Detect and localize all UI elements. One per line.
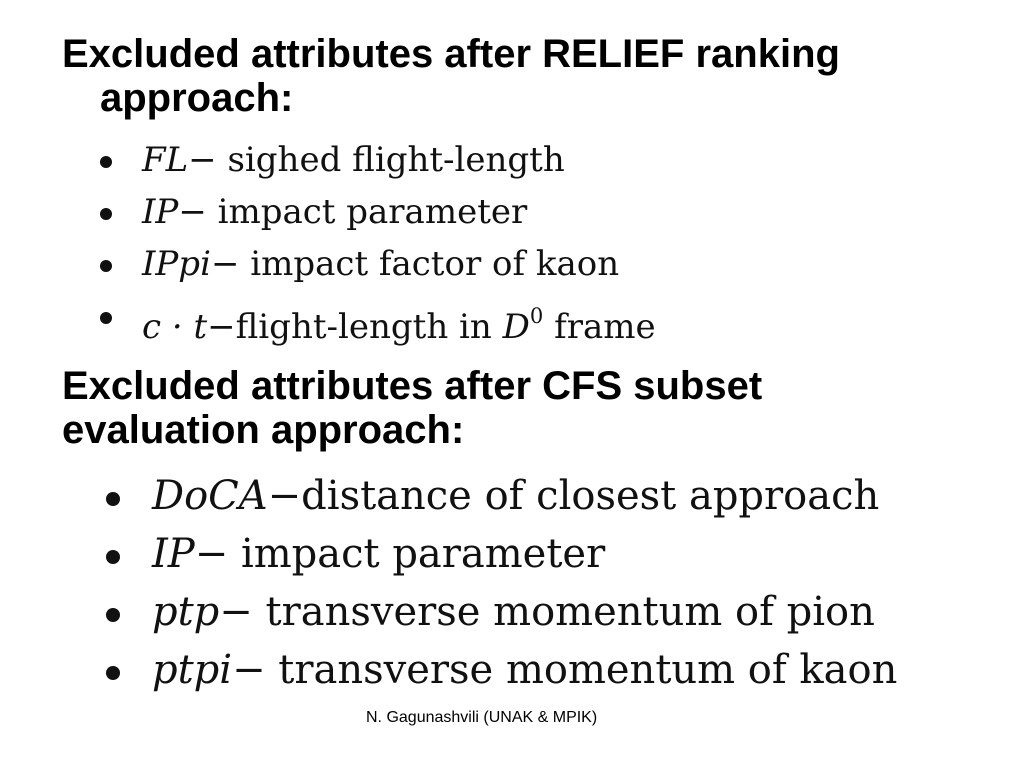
attribute-description: − sighed flight-length [188, 140, 565, 180]
list-item: c · t−flight-length in D0 frame [100, 294, 656, 347]
attribute-symbol: IP [152, 531, 195, 577]
list-item: FL− sighed flight-length [100, 138, 656, 190]
cfs-excluded-list: DoCA−distance of closest approach IP− im… [106, 470, 897, 702]
attribute-description: − impact parameter [194, 531, 606, 577]
relief-excluded-list: FL− sighed flight-length IP− impact para… [100, 138, 656, 347]
bullet-icon [100, 260, 112, 272]
frame-symbol: D [502, 306, 530, 347]
list-item: IP− impact parameter [100, 190, 656, 242]
attribute-description: − transverse momentum of kaon [232, 647, 898, 693]
attribute-description-tail: frame [543, 306, 656, 347]
attribute-description: − transverse momentum of pion [219, 589, 875, 635]
attribute-symbol: c · t [142, 306, 208, 347]
attribute-symbol: ptpi [152, 647, 233, 693]
section-relief-heading-line1: Excluded attributes after RELIEF ranking [62, 32, 840, 76]
section-cfs-heading: Excluded attributes after CFS subset eva… [62, 364, 962, 452]
bullet-icon [100, 208, 112, 220]
list-item: IP− impact parameter [106, 528, 897, 586]
bullet-icon [106, 666, 120, 680]
attribute-symbol: ptp [152, 589, 220, 635]
bullet-icon [100, 312, 112, 324]
attribute-symbol: IPpi [142, 244, 211, 284]
attribute-description: −distance of closest approach [267, 473, 880, 519]
attribute-description: − impact factor of kaon [210, 244, 620, 284]
slide-footer-author: N. Gagunashvili (UNAK & MPIK) [366, 709, 598, 726]
section-cfs-heading-line2: evaluation approach: [62, 408, 465, 452]
list-item: IPpi− impact factor of kaon [100, 242, 656, 294]
frame-superscript: 0 [529, 303, 544, 328]
list-item: DoCA−distance of closest approach [106, 470, 897, 528]
attribute-description: −flight-length in [207, 306, 503, 347]
attribute-symbol: FL [142, 140, 189, 180]
bullet-icon [106, 492, 120, 506]
list-item: ptpi− transverse momentum of kaon [106, 644, 897, 702]
bullet-icon [106, 608, 120, 622]
attribute-description: − impact parameter [178, 192, 528, 232]
bullet-icon [100, 156, 112, 168]
list-item: ptp− transverse momentum of pion [106, 586, 897, 644]
section-cfs-heading-line1: Excluded attributes after CFS subset [62, 364, 763, 408]
section-relief-heading-line2: approach: [100, 76, 294, 120]
section-relief-heading: Excluded attributes after RELIEF ranking… [62, 32, 962, 120]
bullet-icon [106, 550, 120, 564]
attribute-symbol: IP [142, 192, 179, 232]
attribute-symbol: DoCA [152, 473, 268, 519]
